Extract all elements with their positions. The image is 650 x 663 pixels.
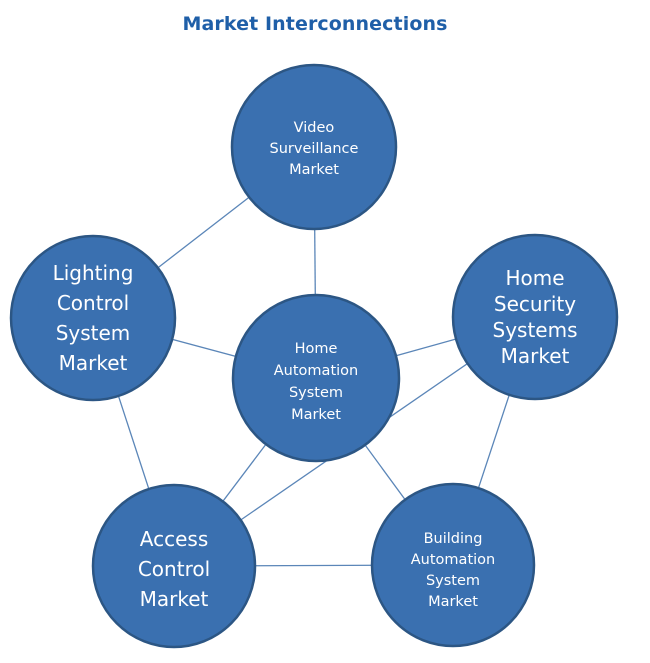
- node-label-line: Automation: [274, 363, 358, 379]
- node-label-line: Video: [294, 120, 335, 136]
- node-label-line: Control: [57, 291, 129, 315]
- node-label-line: System: [56, 321, 131, 345]
- node-label-line: System: [426, 573, 480, 589]
- node-label-line: Building: [424, 531, 483, 547]
- node-label-line: Home: [295, 341, 338, 357]
- node-label-line: Market: [140, 587, 209, 611]
- node-label-line: Surveillance: [270, 141, 359, 157]
- node-circle: [230, 63, 398, 231]
- node-label-line: System: [289, 385, 343, 401]
- node-label-line: Market: [291, 407, 341, 423]
- node-circle: [370, 482, 536, 648]
- node-circle: [451, 233, 619, 401]
- node-layer: VideoSurveillanceMarketLightingControlSy…: [9, 63, 619, 649]
- node-circle: [231, 293, 401, 463]
- node-label-line: Market: [501, 344, 570, 368]
- node-label-line: Security: [494, 292, 576, 316]
- node-circle: [9, 234, 177, 402]
- node-label-line: Market: [289, 162, 339, 178]
- node-label-line: Market: [59, 351, 128, 375]
- node-label-line: Access: [140, 527, 208, 551]
- diagram-title: Market Interconnections: [182, 13, 448, 35]
- node-label-line: Control: [138, 557, 210, 581]
- node-label-line: Systems: [493, 318, 578, 342]
- node-label-line: Automation: [411, 552, 495, 568]
- node-label-line: Lighting: [53, 261, 134, 285]
- node-label-line: Market: [428, 594, 478, 610]
- node-circle: [91, 483, 257, 649]
- node-label-line: Home: [505, 266, 564, 290]
